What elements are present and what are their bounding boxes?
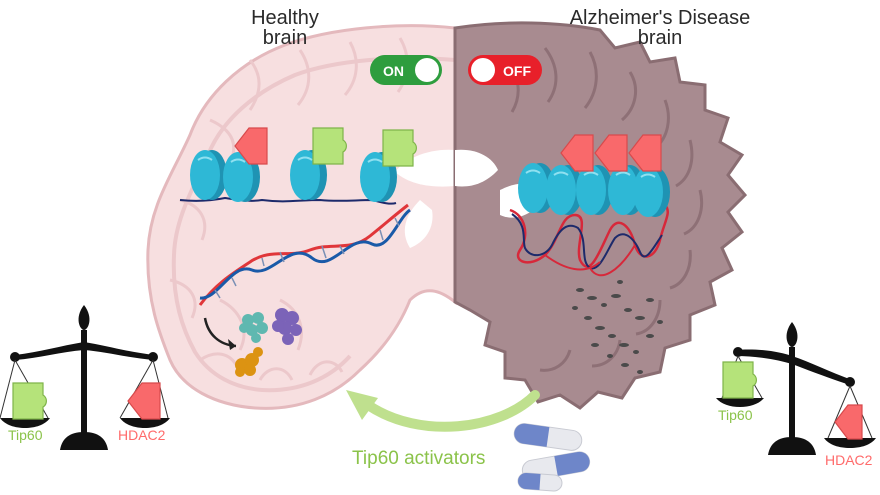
protein-orange (235, 347, 263, 377)
protein-purple (272, 308, 302, 345)
tip60-protein (722, 361, 757, 399)
healthy-title-line1: Healthy (251, 7, 319, 29)
activator-arrow (346, 390, 540, 432)
protein-teal (239, 312, 268, 343)
left-scale-tip60-label: Tip60 (8, 427, 43, 443)
ad-title-line2: brain (637, 27, 683, 49)
tip60-protein (382, 129, 417, 167)
on-switch-label: ON (383, 63, 404, 79)
dna-helix (198, 203, 411, 306)
nucleosome (632, 166, 671, 218)
nucleosome (189, 149, 228, 201)
tip60-protein (312, 127, 347, 165)
brain-ad-half (453, 21, 748, 410)
right-scale-hdac2-label: HDAC2 (825, 452, 873, 468)
brain-healthy-half (146, 24, 457, 410)
right-scale-tip60-label: Tip60 (718, 407, 753, 423)
healthy-title-line2: brain (262, 27, 308, 49)
hdac2-protein (834, 404, 863, 440)
healthy-chromatin (179, 127, 417, 205)
left-scale-hdac2-label: HDAC2 (118, 427, 166, 443)
pill-icon (513, 423, 591, 492)
tip60-activators-label: Tip60 activators (352, 448, 486, 469)
on-switch[interactable] (370, 55, 442, 85)
protein-products (203, 308, 302, 377)
nucleosome (575, 164, 614, 216)
balance-scale-left (0, 305, 170, 450)
ad-chromatin (509, 134, 671, 277)
off-switch-label: OFF (503, 63, 531, 79)
tip60-protein (12, 382, 47, 420)
healthy-brain-title: Healthy brain (215, 8, 355, 48)
hdac2-protein (127, 382, 161, 420)
ad-brain-title: Alzheimer's Disease brain (500, 8, 820, 48)
balance-scale-right (716, 322, 876, 455)
ad-title-line1: Alzheimer's Disease (569, 7, 751, 29)
off-switch[interactable] (468, 55, 542, 85)
